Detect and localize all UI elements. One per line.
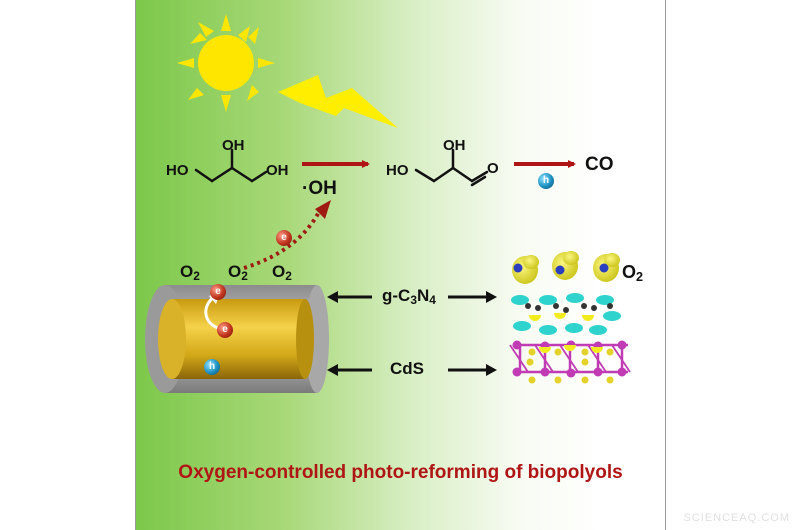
isosurface-cyan: [539, 295, 557, 305]
electron-badge-core: e: [217, 322, 233, 338]
cds-bond-diagonal: [587, 344, 607, 373]
cadmium-atom: [593, 367, 603, 377]
sulfur-atom: [581, 358, 589, 366]
glyceraldehyde-structure: [414, 148, 489, 187]
isosurface-yellow-small: [582, 315, 594, 321]
carbon-atom: [581, 303, 587, 309]
hydroxyl-radical: ·OH: [302, 178, 337, 199]
sun-icon: [177, 14, 275, 112]
isosurface-yellow-small: [539, 347, 551, 353]
isosurface-cyan: [589, 325, 607, 335]
oxygen-atom: [555, 265, 565, 275]
cds-bond-diagonal: [559, 344, 579, 373]
oxygen-label-1: O2: [180, 262, 200, 283]
isosurface-yellow: [563, 251, 579, 265]
isosurface-yellow-small: [564, 345, 576, 351]
hole-badge-core: h: [204, 359, 220, 375]
glycerol-oh-top: OH: [222, 137, 245, 154]
product-co: CO: [585, 154, 614, 175]
isosurface-cyan: [596, 295, 614, 305]
cadmium-atom: [540, 367, 550, 377]
glyceraldehyde-o: O: [487, 160, 499, 177]
carbon-atom: [563, 307, 569, 313]
carbon-atom: [553, 303, 559, 309]
carbon-atom: [607, 303, 613, 309]
glycerol-structure: [194, 148, 268, 183]
sulfur-atom: [581, 348, 589, 356]
cadmium-atom: [617, 367, 627, 377]
cadmium-atom: [512, 367, 522, 377]
oxygen-label-2: O2: [228, 262, 248, 283]
sulfur-atom: [526, 358, 534, 366]
cadmium-atom: [617, 340, 627, 350]
oxygen-atom: [599, 263, 609, 273]
sulfur-atom: [606, 376, 614, 384]
electron-hop-arrow: [204, 295, 219, 330]
cadmium-atom: [512, 340, 522, 350]
figure-caption: Oxygen-controlled photo-reforming of bio…: [178, 462, 623, 483]
isosurface-yellow: [523, 255, 539, 269]
sulfur-atom: [554, 348, 562, 356]
carbon-atom: [525, 303, 531, 309]
cadmium-atom: [566, 368, 576, 378]
isosurface-yellow-small: [529, 315, 541, 321]
isosurface-cyan: [511, 295, 529, 305]
electron-badge-shell: e: [210, 284, 226, 300]
electron-badge-radical: e: [276, 230, 292, 246]
hole-badge-reaction: h: [538, 173, 554, 189]
watermark: SCIENCEAQ.COM: [683, 512, 790, 524]
sulfur-atom: [528, 376, 536, 384]
lightning-icon: [278, 75, 398, 128]
carbon-atom: [535, 305, 541, 311]
sulfur-atom: [528, 348, 536, 356]
cds-bond-diagonal: [509, 344, 529, 373]
glycerol-ho-left: HO: [166, 162, 189, 179]
core-shell-cylinder: [145, 285, 329, 393]
sulfur-atom: [554, 376, 562, 384]
isosurface-cyan: [566, 293, 584, 303]
sulfur-atom: [581, 376, 589, 384]
electron-transfer-arrowhead: [315, 200, 331, 219]
isosurface-yellow: [604, 253, 620, 267]
gc3n4-label: g-C3N4: [382, 286, 436, 307]
glycerol-oh-right: OH: [266, 162, 289, 179]
cds-bond-diagonal: [611, 344, 631, 373]
isosurface-yellow-small: [591, 347, 603, 353]
oxygen-atom: [513, 263, 523, 273]
glyceraldehyde-ho-left: HO: [386, 162, 409, 179]
isosurface-cyan: [565, 323, 583, 333]
cds-label: CdS: [390, 359, 424, 378]
cds-bond-diagonal: [534, 344, 554, 373]
sulfur-atom: [606, 348, 614, 356]
atomic-structure: [509, 251, 631, 384]
electron-transfer-arrow: [243, 205, 324, 270]
isosurface-cyan: [539, 325, 557, 335]
oxygen-label-3: O2: [272, 262, 292, 283]
isosurface-cyan: [513, 321, 531, 331]
isosurface-yellow-small: [554, 313, 566, 319]
isosurface-cyan: [603, 311, 621, 321]
carbon-atom: [591, 305, 597, 311]
oxygen-label-structure: O2: [622, 262, 644, 285]
glyceraldehyde-oh-top: OH: [443, 137, 466, 154]
